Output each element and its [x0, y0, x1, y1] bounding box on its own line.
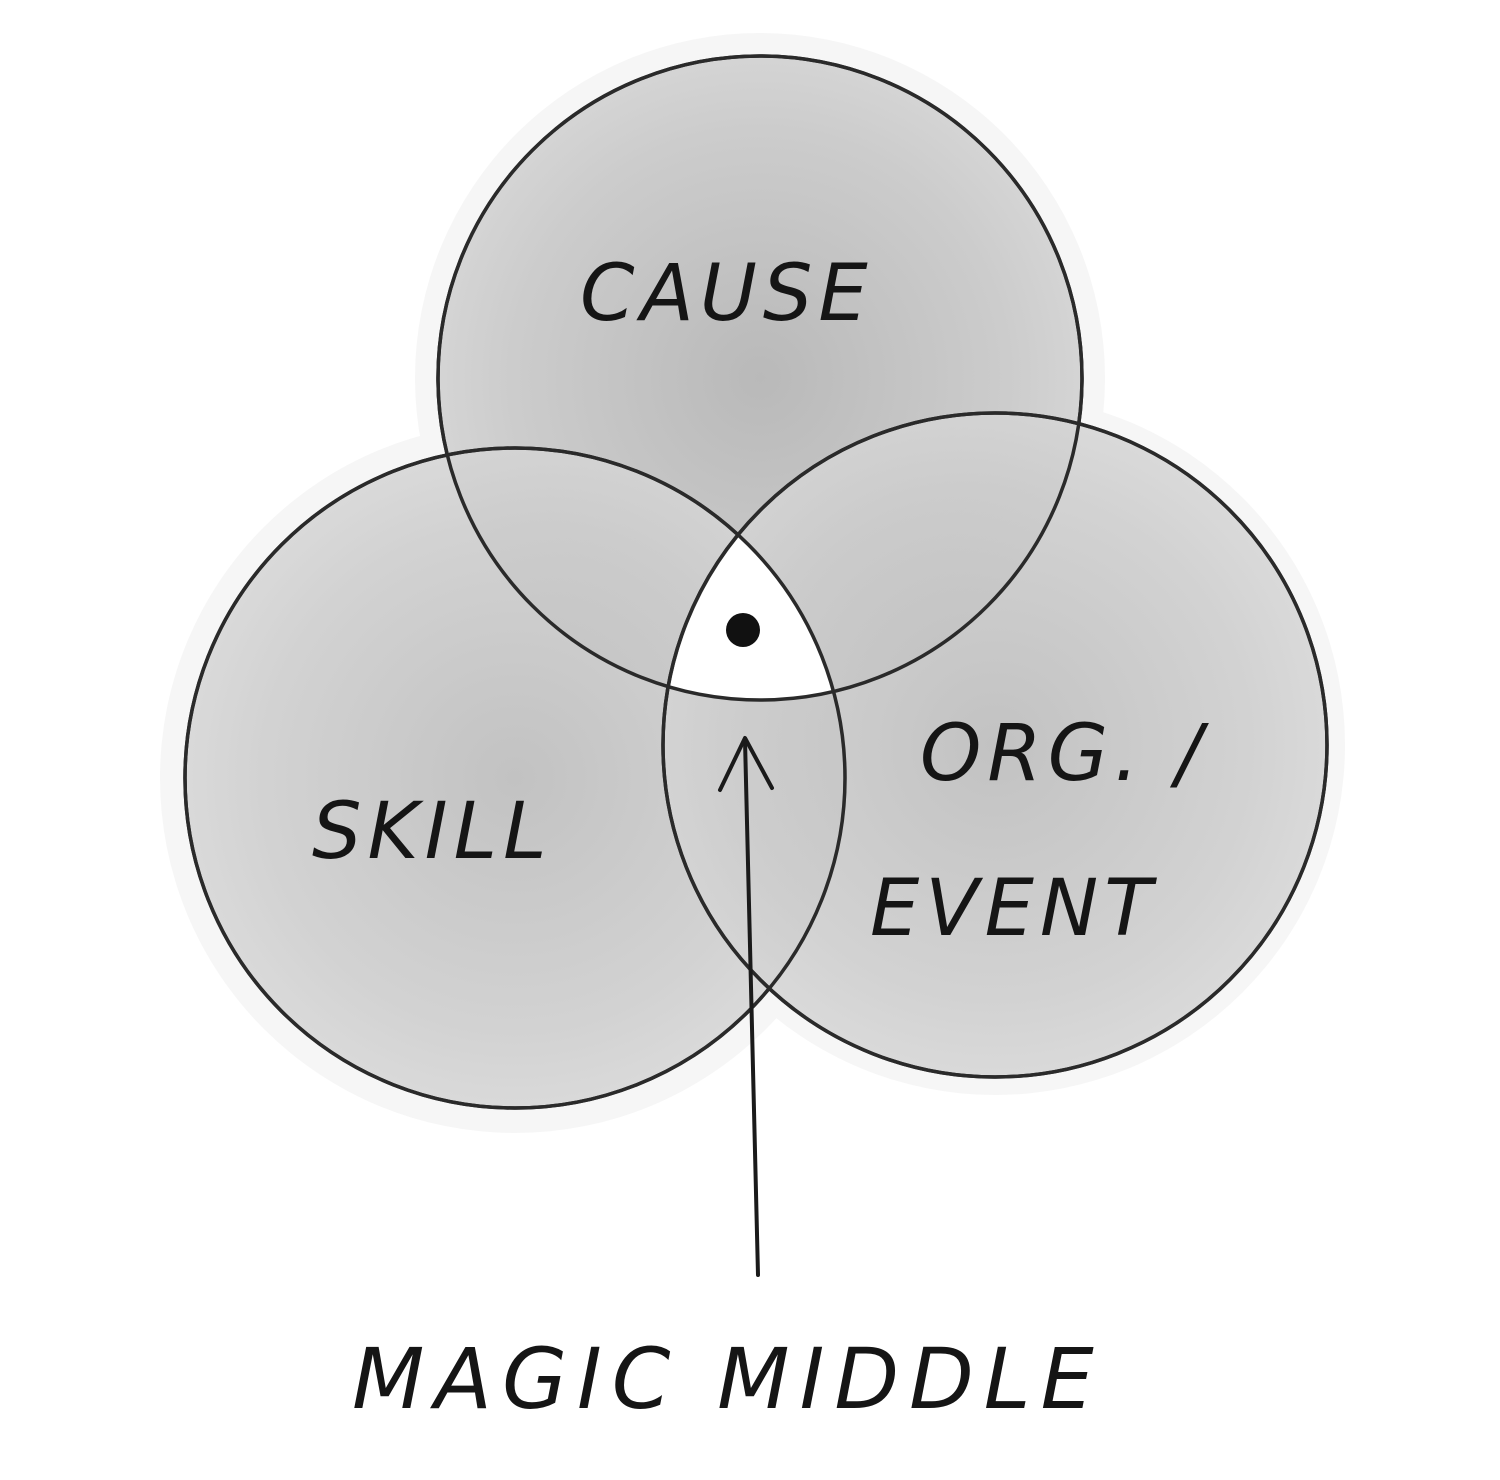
- label-cause: CAUSE: [580, 249, 874, 339]
- label-org-line1: ORG. /: [920, 709, 1210, 799]
- caption-magic-middle: MAGIC MIDDLE: [352, 1330, 1104, 1428]
- center-dot: [726, 613, 760, 647]
- label-org-line2: EVENT: [870, 864, 1158, 954]
- circle-outlines: [183, 54, 1329, 1110]
- label-skill: SKILL: [312, 787, 553, 877]
- arrow-pointer: [718, 736, 774, 1277]
